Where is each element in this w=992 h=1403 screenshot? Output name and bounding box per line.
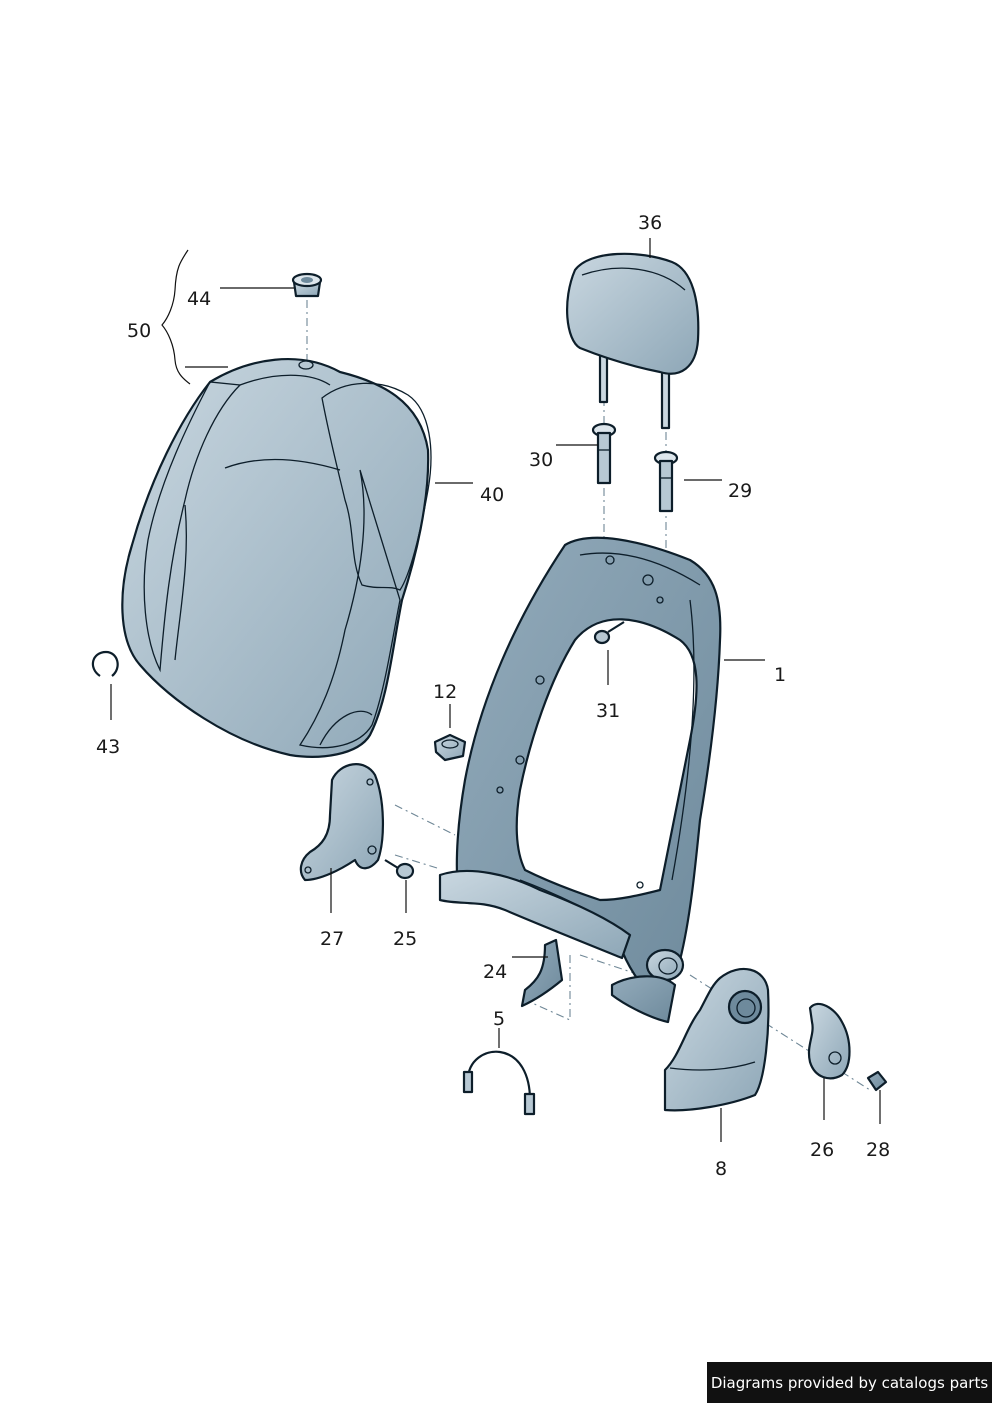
side-cover-8 [663, 968, 770, 1112]
clip-ring [91, 650, 119, 677]
callout-31: 31 [596, 700, 620, 722]
lever-26 [807, 1002, 851, 1080]
headrest-guide-sleeve [291, 272, 323, 298]
backrest-frame [438, 536, 722, 1024]
wire-bracket-5 [462, 1050, 536, 1116]
callout-28: 28 [866, 1139, 890, 1161]
callout-40: 40 [480, 484, 504, 506]
bolt-31 [593, 621, 625, 645]
bracket-24 [520, 938, 564, 1008]
nut-12 [433, 733, 467, 762]
callout-25: 25 [393, 928, 417, 950]
credit-banner: Diagrams provided by catalogs parts [707, 1362, 992, 1403]
callout-1: 1 [774, 664, 786, 686]
screw-25 [384, 859, 415, 880]
callout-24: 24 [483, 961, 507, 983]
callout-5: 5 [493, 1008, 505, 1030]
callout-26: 26 [810, 1139, 834, 1161]
headrest-guide-right [653, 450, 679, 513]
callout-12: 12 [433, 681, 457, 703]
credit-text: Diagrams provided by catalogs parts [710, 1373, 989, 1392]
callout-8: 8 [715, 1158, 727, 1180]
callout-30: 30 [529, 449, 553, 471]
callout-numbers: 36 44 50 30 40 29 1 12 31 43 27 25 24 5 … [96, 212, 890, 1180]
callout-27: 27 [320, 928, 344, 950]
leader-lines [110, 238, 881, 1142]
bracket-27 [299, 763, 384, 882]
headrest [566, 252, 700, 430]
cap-28 [866, 1070, 888, 1092]
backrest-cushion [121, 358, 432, 758]
callout-36: 36 [638, 212, 662, 234]
callout-44: 44 [187, 288, 211, 310]
callout-29: 29 [728, 480, 752, 502]
callout-43: 43 [96, 736, 120, 758]
headrest-guide-left [591, 422, 617, 485]
callout-50: 50 [127, 320, 151, 342]
